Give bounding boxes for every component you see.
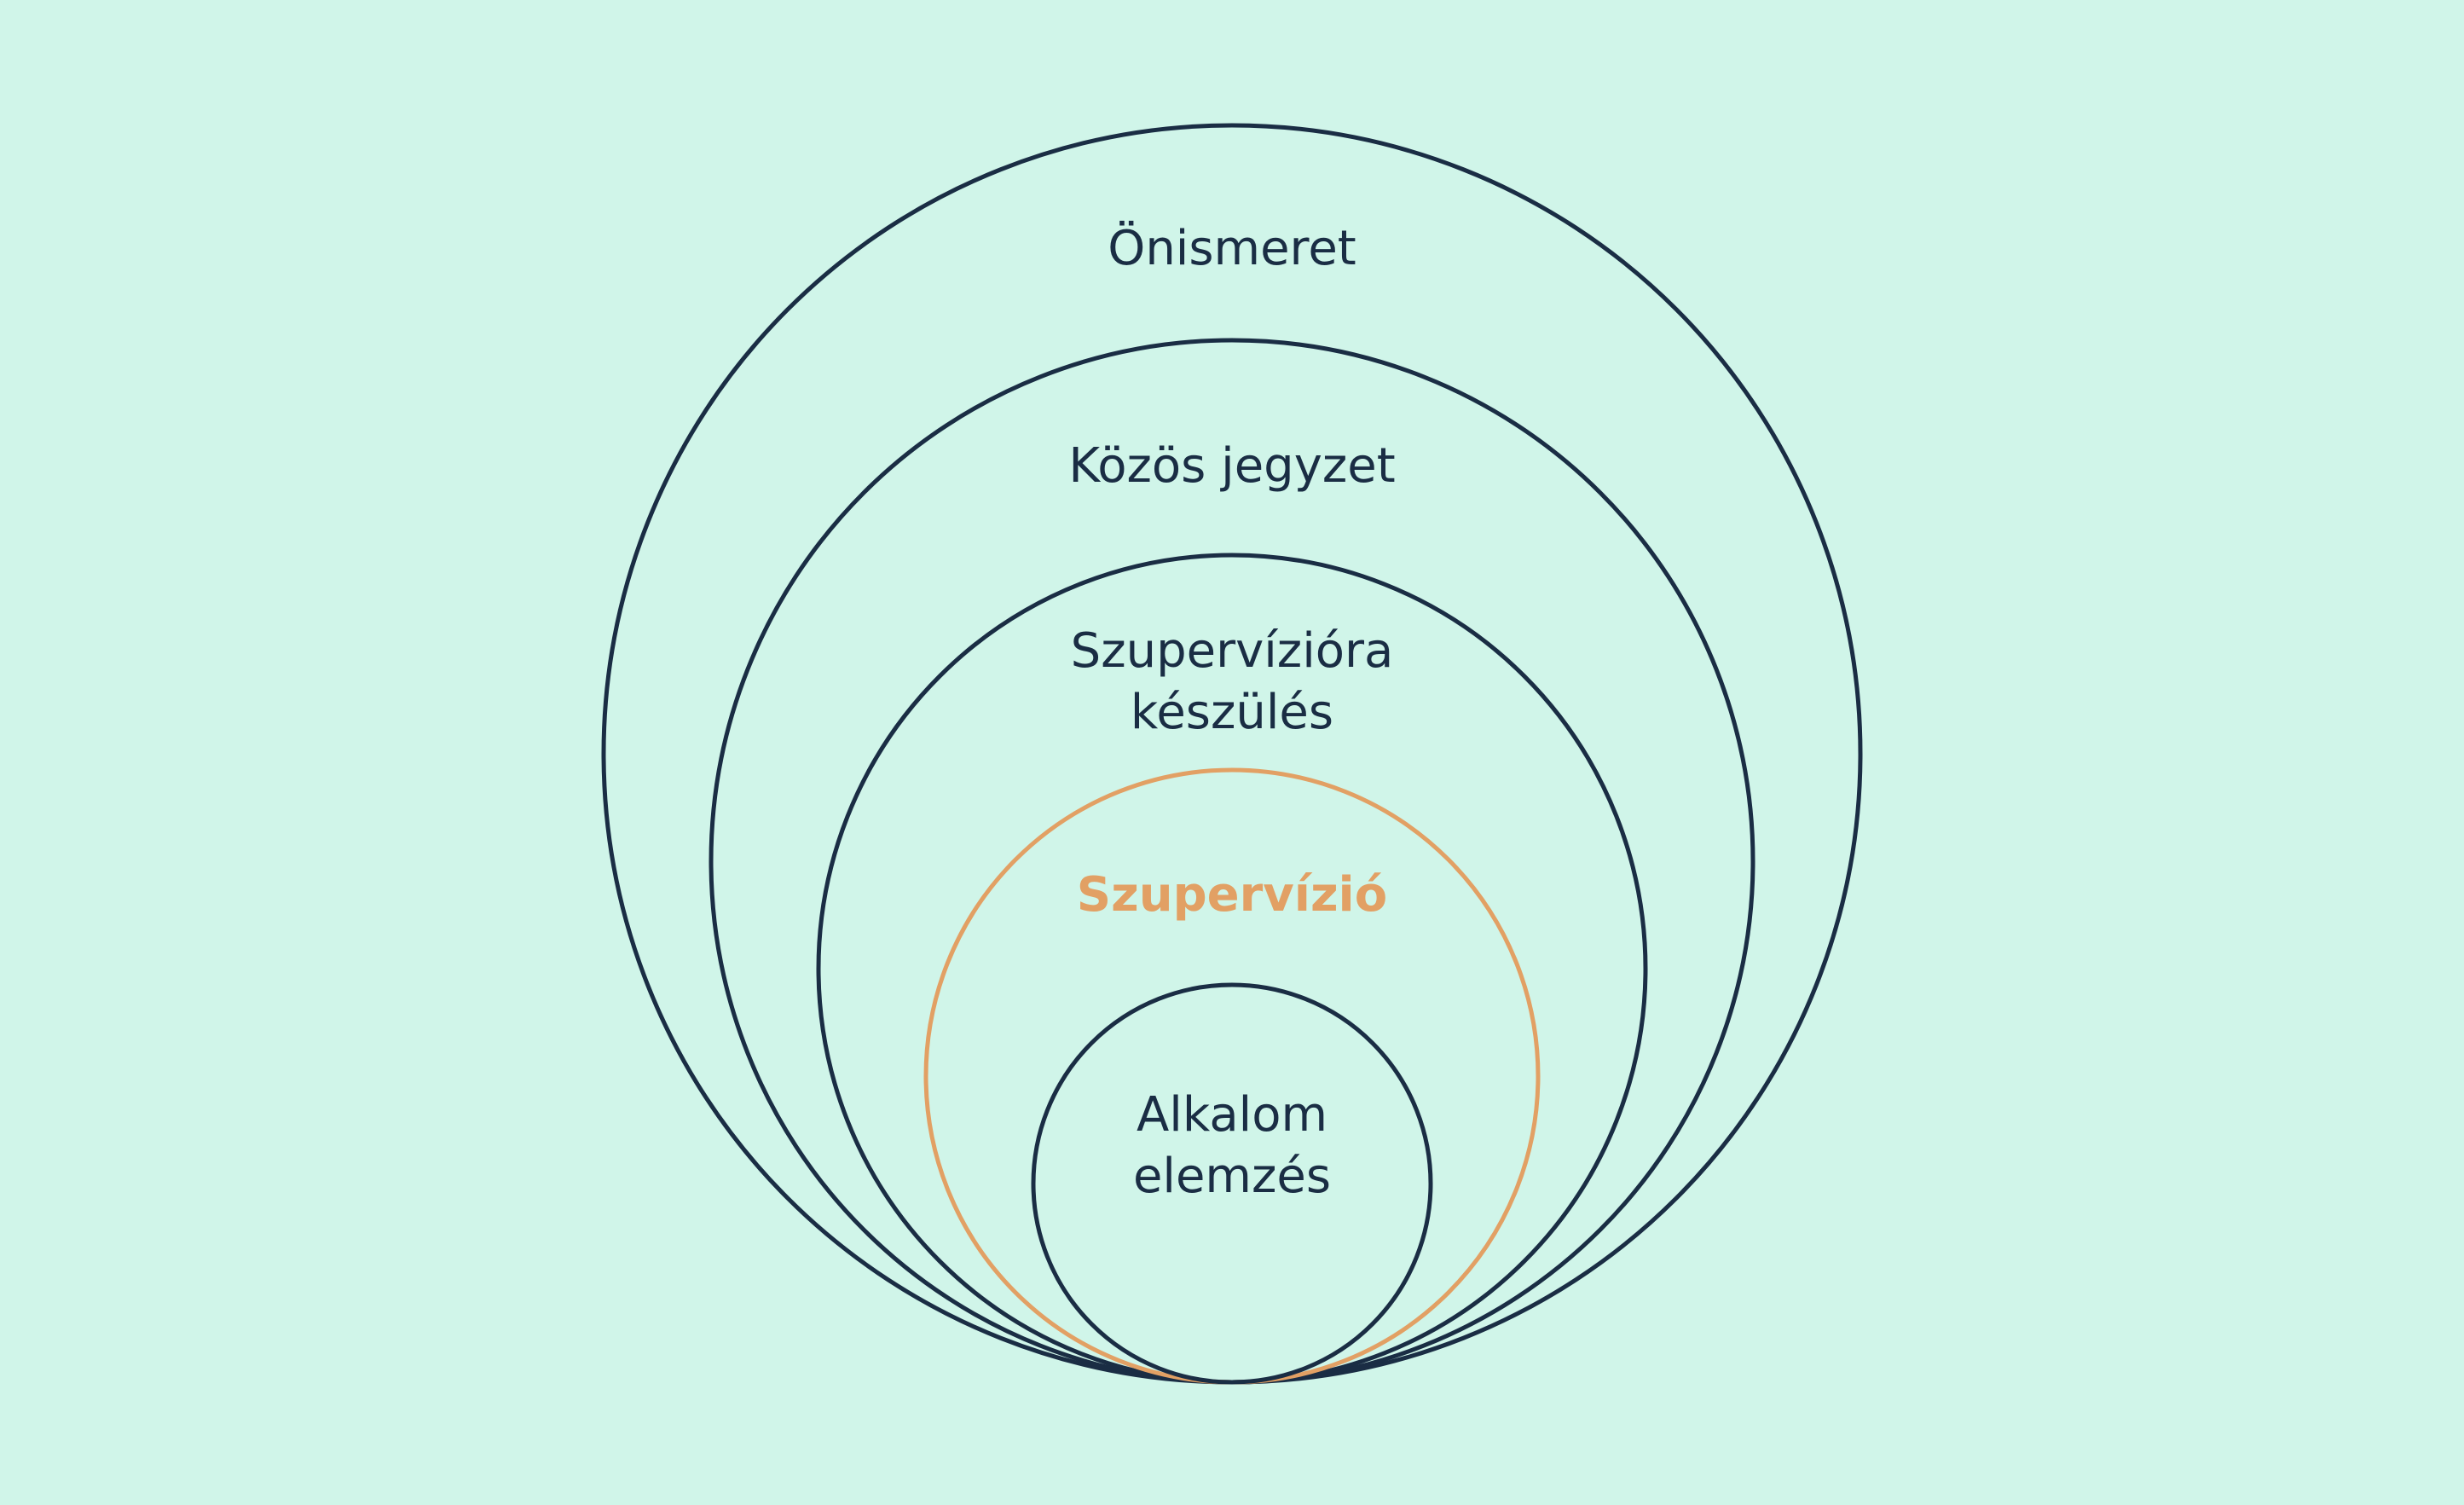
label-line: készülés xyxy=(1131,685,1333,740)
label-alkalom-elemzes: Alkalom elemzés xyxy=(1133,1087,1331,1204)
label-kozos-jegyzet: Közös jegyzet xyxy=(1068,438,1395,494)
ring-kozos-jegyzet xyxy=(709,338,1755,1385)
label-onismeret: Önismeret xyxy=(1108,221,1356,276)
label-line: Alkalom xyxy=(1137,1087,1327,1143)
label-line: Közös jegyzet xyxy=(1068,438,1395,494)
ring-alkalom-elemzes xyxy=(1031,982,1433,1385)
ring-szupervizio xyxy=(923,767,1541,1385)
label-line: Önismeret xyxy=(1108,221,1356,276)
label-line: elemzés xyxy=(1133,1149,1331,1204)
ring-szupervíziora-keszules xyxy=(816,553,1648,1385)
label-szupervizio: Szupervízió xyxy=(1077,867,1387,923)
label-line: Szupervízió xyxy=(1077,867,1387,923)
label-line: Szupervízióra xyxy=(1071,623,1394,679)
label-szupervíziora-keszules: Szupervízióra készülés xyxy=(1071,623,1394,740)
